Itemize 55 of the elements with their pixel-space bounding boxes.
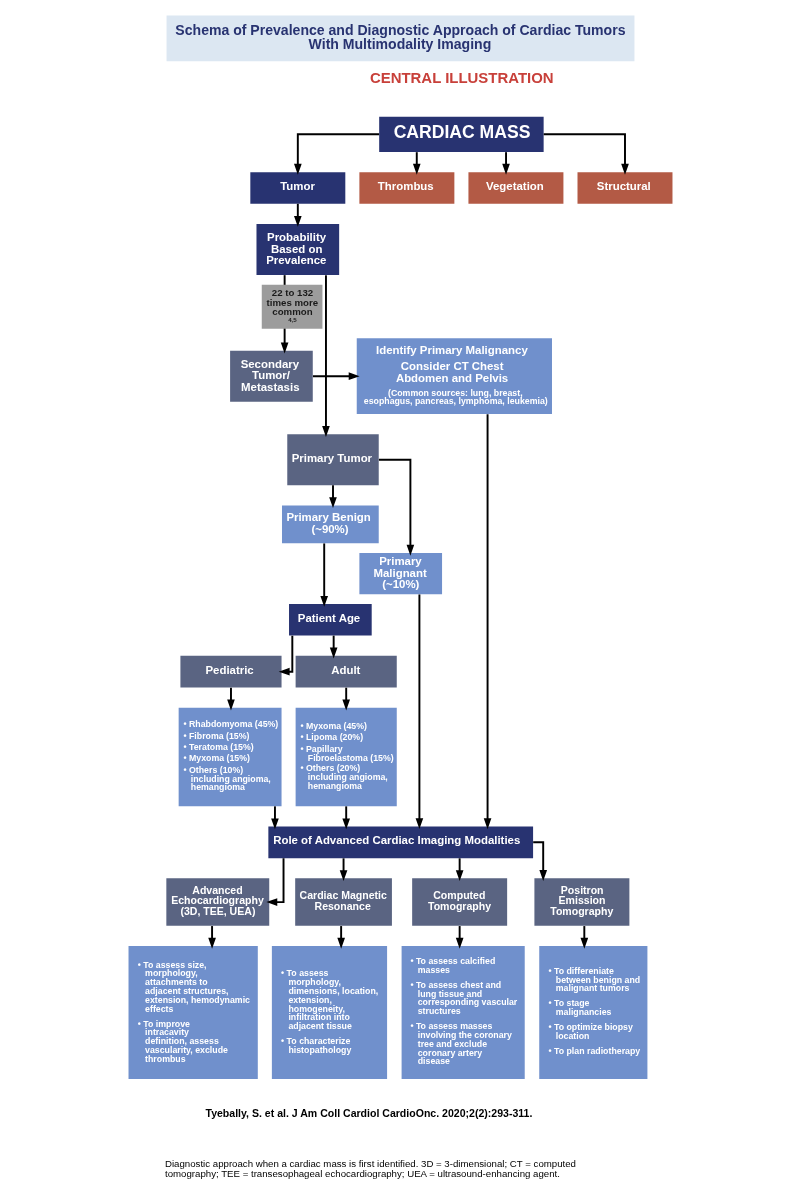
arrow (531, 841, 547, 882)
arrow (278, 634, 293, 676)
arrow (207, 925, 216, 949)
arrow (341, 805, 350, 830)
node-box: • To differeniate between benign and malignant tumors • To stage malignancies • To optimize biopsy location • To plan radiotherapy (538, 946, 647, 1079)
node-box: Patient Age (288, 603, 372, 636)
node-box: Primary Malignant (~10%) (358, 552, 442, 595)
node-box: Pediatric (179, 655, 282, 688)
arrow (293, 133, 380, 175)
node-box: • Rhabdomyoma (45%) • Fibroma (15%) • Teratoma (15%) • Myxoma (15%) • Others (10%) including angioma, hemangioma (178, 707, 282, 807)
arrow (339, 857, 347, 882)
arrow (580, 925, 588, 949)
node-box: Advanced Echocardiography (3D, TEE, UEA) (165, 878, 269, 926)
arrow (377, 458, 414, 556)
arrow (336, 925, 345, 949)
label: CENTRAL ILLUSTRATION (369, 69, 554, 87)
node-box: Positron Emission Tomography (533, 878, 629, 926)
arrow (341, 686, 350, 711)
arrow (226, 686, 235, 711)
arrow (455, 925, 463, 949)
arrow (415, 593, 423, 830)
node-box: Adult (295, 655, 397, 688)
node-box: Primary Benign (~90%) (281, 505, 379, 544)
node-box: Structural (577, 172, 672, 204)
node-box: Secondary Tumor/ Metastasis (229, 350, 313, 402)
node-box: • To assess calcified masses • To assess chest and lung tissue and corresponding vascular structures • To assess masses involving the coronary tree and exclude coronary artery disease (401, 946, 525, 1079)
arrow (311, 372, 360, 380)
arrow (321, 274, 330, 437)
node-box: • To assess morphology, dimensions, location, extension, homogeneity, infiltration into adjacent tissue • To characterize histopathology (271, 946, 387, 1079)
arrow (412, 151, 421, 175)
arrow (329, 634, 337, 659)
node-box: Primary Tumor (286, 434, 379, 486)
arrow (328, 484, 337, 509)
arrow (265, 857, 284, 906)
arrow (542, 133, 629, 175)
diagram-title: Schema of Prevalence and Diagnostic Approach of Cardiac Tumors With Multimodality Imaging (174, 21, 625, 52)
arrow (483, 413, 491, 830)
arrow (293, 202, 302, 227)
arrow (319, 542, 328, 607)
caption: Diagnostic approach when a cardiac mass is first identified. 3D = 3-dimensional; CT = computed tomography; TEE = transesophageal echocardiography; UEA = ultrasound-enhancing agent. (164, 1157, 576, 1180)
arrow (270, 805, 279, 830)
node-box: Identify Primary Malignancy Consider CT Chest Abdomen and Pelvis (Common sources: lung, breast, esophagus, pancreas, lymphoma, leukemia) (356, 338, 552, 414)
arrow (455, 857, 463, 882)
node-box: Cardiac Magnetic Resonance (294, 878, 392, 926)
node-box: Vegetation (467, 172, 563, 204)
arrow (501, 151, 510, 175)
node-box: Probability Based on Prevalence (256, 224, 339, 276)
node-box: Computed Tomography (411, 878, 507, 926)
node-box: CARDIAC MASS (378, 116, 544, 152)
node-box: • Myxoma (45%) • Lipoma (20%) • Papillary Fibroelastoma (15%) • Others (20%) including angioma, hemangioma (295, 707, 397, 807)
label: Tyebally, S. et al. J Am Coll Cardiol CardioOnc. 2020;2(2):293-311. (204, 1106, 532, 1119)
node-box: Thrombus (358, 172, 454, 204)
node-box: • To assess size, morphology, attachments to adjacent structures, extension, hemodynamic effects • To improve intracavity definition, assess vascularity, exclude thrombus (128, 946, 258, 1079)
node-box: Tumor (249, 172, 345, 204)
node-box: Role of Advanced Cardiac Imaging Modalities (267, 826, 533, 859)
